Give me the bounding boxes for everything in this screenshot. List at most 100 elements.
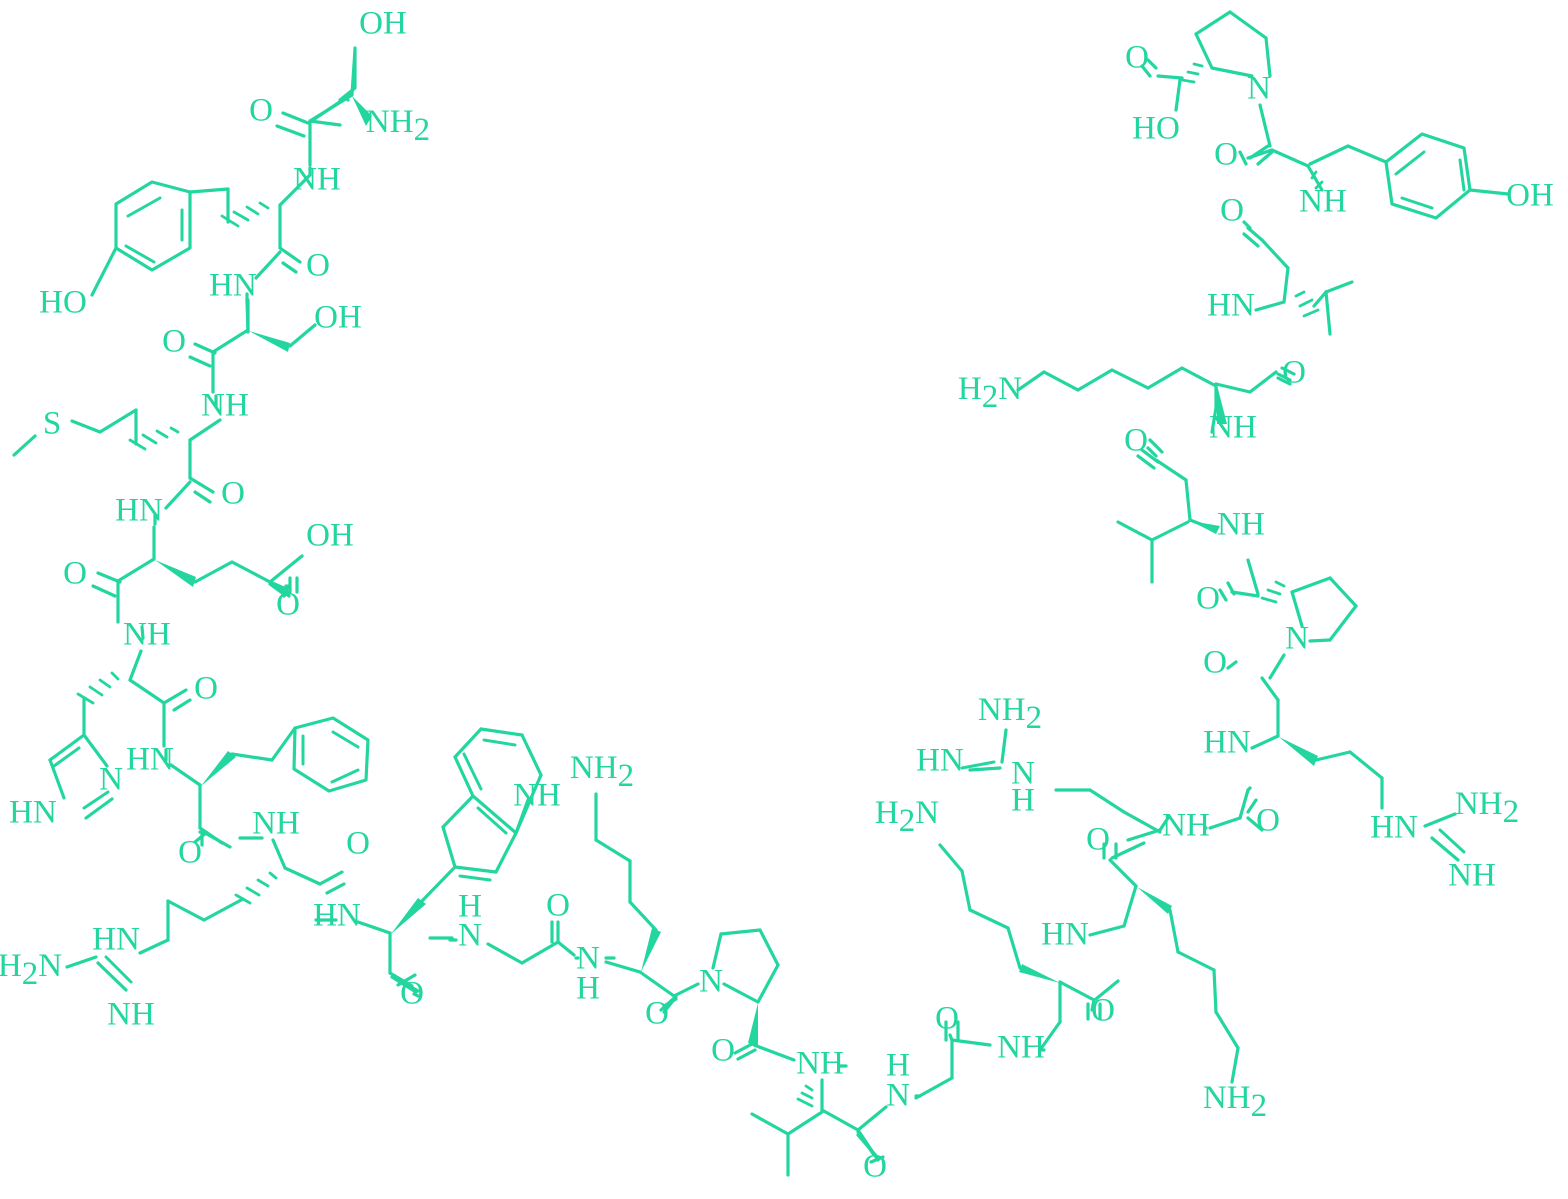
atom-label-lys16-nh2: NH2 [1203, 1080, 1267, 1124]
atom-label-trp9-carbonyl-o: O [400, 976, 424, 1012]
residue-ser1 [275, 46, 372, 167]
atom-label-glu5-o: O [276, 587, 300, 623]
atom-label-lys11-carbonyl-o: O [645, 996, 669, 1032]
atom-label-ser3-carbonyl-o: O [162, 324, 186, 360]
atom-label-lys11-n: N [576, 941, 600, 977]
atom-label-met4-nh: NH [201, 388, 249, 424]
atom-label-glu5-carbonyl-o: O [63, 556, 87, 592]
atom-label-glu5-hn: HN [115, 493, 163, 529]
atom-label-arg18-nh: NH [1448, 858, 1496, 894]
atom-label-tyr2-ho: HO [39, 285, 87, 321]
atom-label-lys15-carbonyl-o: O [1091, 993, 1115, 1029]
atom-label-arg17-n: N [1011, 756, 1035, 792]
atom-label-his6-ring-hn: HN [9, 795, 57, 831]
atom-label-arg17-nh: NH [1162, 808, 1210, 844]
atom-label-ser1-nh2: NH2 [366, 104, 430, 148]
atom-label-gly14-carbonyl-o: O [935, 1001, 959, 1037]
atom-label-trp9-indole-nh: NH [513, 778, 561, 814]
atom-label-arg18-hn2: HN [1370, 810, 1418, 846]
atom-label-phe7-hn: HN [126, 742, 174, 778]
residue-trp9 [356, 727, 543, 994]
residue-pro12 [711, 928, 796, 1062]
atom-label-trp9-hn: HN [313, 898, 361, 934]
atom-label-pro24-n: N [1247, 71, 1271, 107]
atom-label-lys15-nh: NH [997, 1030, 1045, 1066]
residue-val20 [1116, 438, 1220, 584]
atom-label-his6-carbonyl-o: O [194, 671, 218, 707]
atom-label-gly14-h: H [886, 1048, 910, 1084]
atom-label-gly14-n: N [886, 1078, 910, 1114]
atom-label-ser1-oh: OH [359, 6, 407, 42]
atom-label-pro19-n: N [1285, 621, 1309, 657]
atom-label-tyr23-nh: NH [1299, 184, 1347, 220]
atom-label-glu5-oh: OH [306, 518, 354, 554]
atom-label-val13-carbonyl-o: O [863, 1149, 887, 1185]
atom-label-arg8-h2n: H2N [0, 948, 62, 992]
atom-label-arg18-hn: HN [1203, 725, 1251, 761]
atom-label-val20-nh: NH [1217, 507, 1265, 543]
residue-lys21 [1016, 366, 1296, 434]
atom-label-tyr2-nh: NH [293, 162, 341, 198]
residue-pro19 [1218, 558, 1358, 680]
atom-label-arg17-carbonyl-o: O [1256, 803, 1280, 839]
atom-label-arg8-nh: NH [252, 806, 300, 842]
residue-arg18 [1226, 660, 1466, 862]
atom-label-pro24-acid-ho: HO [1132, 111, 1180, 147]
residue-val13 [750, 1078, 888, 1177]
residue-his6 [48, 649, 192, 820]
residue-lys15 [938, 843, 1120, 1052]
atom-label-pro12-carbonyl-o: O [711, 1033, 735, 1069]
atom-label-arg8-nh-double: NH [107, 997, 155, 1033]
atom-label-val13-nh: NH [796, 1046, 844, 1082]
atom-label-ser1-carbonyl-o: O [249, 93, 273, 129]
atom-label-lys11-h: H [576, 971, 600, 1007]
residue-tyr2 [90, 173, 312, 297]
backbone-connectors [140, 119, 1208, 1098]
residue-lys11 [594, 792, 700, 1014]
atom-label-pro12-n: N [699, 964, 723, 1000]
atom-label-lys21-carbonyl-o: O [1282, 355, 1306, 391]
atom-label-tyr23-oh: OH [1506, 178, 1554, 214]
atom-label-lys21-nh: NH [1209, 410, 1257, 446]
residue-met4 [12, 408, 222, 510]
atom-label-arg18-nh2: NH2 [1455, 786, 1519, 830]
atom-label-met4-sulfur: S [43, 406, 61, 442]
glu5-acid-group [288, 576, 299, 594]
atom-label-lys11-nh2: NH2 [570, 750, 634, 794]
residue-gly14 [914, 1020, 992, 1100]
atom-label-val22-carbonyl-o: O [1220, 193, 1244, 229]
atom-label-gly10-n: N [458, 918, 482, 954]
atom-label-lys16-hn: HN [1041, 917, 1089, 953]
atom-label-arg17-nh2: NH2 [978, 692, 1042, 736]
atom-label-tyr23-carbonyl-o: O [1214, 137, 1238, 173]
residue-val22 [1242, 220, 1354, 336]
residue-glu5 [91, 525, 304, 624]
atom-label-lys16-carbonyl-o: O [1086, 822, 1110, 858]
residue-gly10 [428, 920, 576, 965]
atom-label-his6-ring-n: N [99, 762, 123, 798]
atom-label-val20-carbonyl-o: O [1124, 423, 1148, 459]
atom-label-pro19-carbonyl-o: O [1196, 581, 1220, 617]
atom-label-gly10-carbonyl-o: O [546, 888, 570, 924]
atom-label-ser3-hn: HN [209, 268, 257, 304]
atom-label-gly10-h: H [458, 889, 482, 925]
atom-label-his6-nh: NH [123, 617, 171, 653]
atom-label-arg8-carbonyl-o: O [346, 826, 370, 862]
residue-tyr23 [1238, 132, 1510, 220]
residue-arg8 [65, 838, 346, 992]
residue-phe7 [169, 716, 370, 849]
atom-label-tyr2-carbonyl-o: O [306, 248, 330, 284]
atom-label-met4-carbonyl-o: O [221, 476, 245, 512]
residue-arg17 [960, 728, 1264, 842]
atom-label-arg17-n-h: H [1011, 783, 1035, 819]
residue-lys16 [1088, 841, 1240, 1084]
atom-label-pro24-acid-o: O [1125, 40, 1149, 76]
atom-label-val22-hn: HN [1207, 288, 1255, 324]
atom-label-arg8-hn: HN [92, 922, 140, 958]
atom-label-lys15-h2n: H2N [875, 795, 939, 839]
atom-label-lys21-h2n: H2N [958, 371, 1022, 415]
atom-label-ser3-oh: OH [314, 300, 362, 336]
atom-label-arg18-carbonyl-o: O [1203, 645, 1227, 681]
